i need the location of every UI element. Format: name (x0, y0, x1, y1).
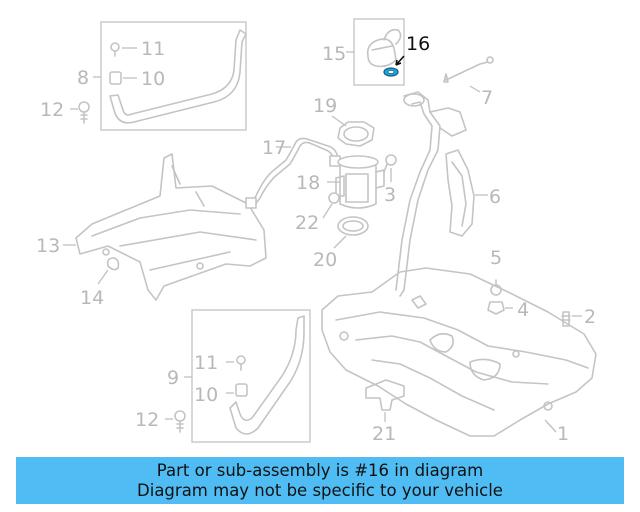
bolt-icon (174, 410, 186, 433)
strap-kit-lower-frame (191, 309, 311, 443)
strap-kit-upper-group (93, 21, 247, 131)
callout-11-lower: 11 (194, 352, 218, 374)
callout-16: 16 (406, 33, 430, 55)
callout-21: 21 (372, 423, 396, 445)
callout-1: 1 (557, 423, 569, 445)
callout-12-upper: 12 (40, 99, 64, 121)
callout-5: 5 (490, 247, 502, 269)
bolt-icon (383, 154, 397, 173)
callout-7: 7 (481, 87, 493, 109)
fuel-pump-module (335, 155, 385, 209)
strap-kit-upper-frame (100, 21, 247, 131)
fuel-tank-strap-upper (109, 29, 247, 124)
banner-line-disclaimer: Diagram may not be specific to your vehi… (137, 480, 503, 500)
pipe-protector (445, 149, 475, 237)
heat-shield (75, 153, 267, 301)
callout-3: 3 (384, 184, 396, 206)
fuel-tank-strap-lower (229, 315, 305, 435)
callout-8: 8 (77, 67, 89, 89)
callout-6: 6 (489, 186, 501, 208)
fuel-tank (321, 267, 597, 437)
callout-9: 9 (167, 367, 179, 389)
parts-diagram: 1 2 3 4 5 6 7 8 9 10 10 11 11 12 12 13 1… (36, 18, 597, 445)
vapor-hose (245, 137, 341, 209)
callout-13: 13 (36, 235, 60, 257)
callout-15: 15 (322, 43, 346, 65)
gasket-seal-icon (383, 67, 399, 77)
bolt-icon (78, 101, 90, 124)
callout-10-lower: 10 (194, 384, 218, 406)
callout-18: 18 (296, 172, 320, 194)
lock-ring-icon (337, 121, 375, 147)
tank-bracket (365, 379, 405, 411)
bolt-icon (110, 42, 120, 57)
filler-cap-group (346, 18, 405, 86)
clip-icon (106, 257, 120, 271)
callout-4: 4 (517, 299, 529, 321)
nut-icon (487, 301, 505, 315)
callout-2: 2 (584, 306, 596, 328)
callout-22: 22 (295, 212, 319, 234)
callout-20: 20 (313, 249, 337, 271)
filter-icon (328, 192, 340, 204)
callout-17: 17 (262, 137, 286, 159)
callout-11-upper: 11 (141, 38, 165, 60)
nut-icon (109, 71, 122, 85)
callout-12-lower: 12 (135, 409, 159, 431)
fuel-cap-icon (366, 28, 402, 68)
strap-kit-lower-group (184, 309, 311, 443)
callout-19: 19 (313, 95, 337, 117)
nut-icon (235, 383, 248, 397)
filler-neck-pipe (395, 91, 467, 297)
banner-line-part-number: Part or sub-assembly is #16 in diagram (156, 460, 484, 480)
callout-14: 14 (80, 287, 104, 309)
info-banner: Part or sub-assembly is #16 in diagram D… (16, 457, 624, 504)
callout-10-upper: 10 (141, 68, 165, 90)
bolt-icon (236, 355, 246, 371)
sender-harness (443, 56, 494, 83)
gasket-icon (337, 216, 369, 236)
